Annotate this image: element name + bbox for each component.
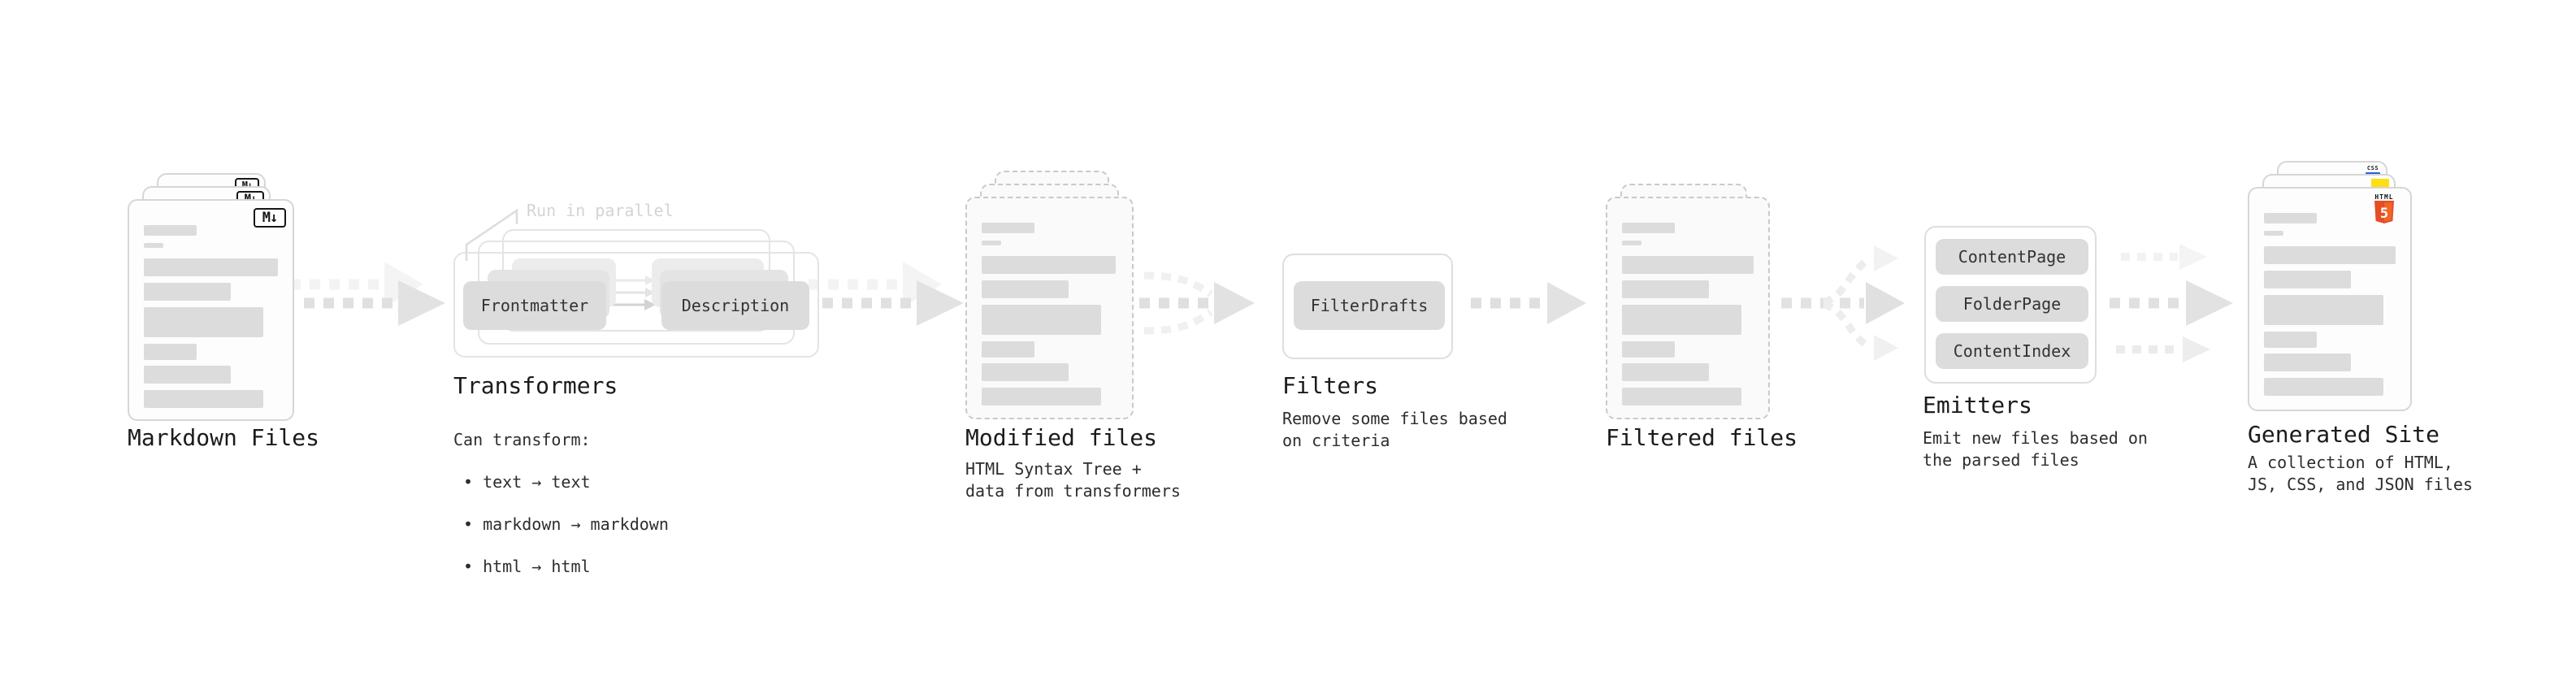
transformers-bullet: • html → html [463,557,591,576]
doc-content-lines [2264,213,2396,396]
transformers-bullet: • markdown → markdown [463,514,669,534]
arrow-files-to-transformers [290,262,445,326]
html5-icon: HTML 5 [2374,193,2394,223]
arrow-filters-to-filtered [1471,282,1586,324]
doc-content-lines [144,225,278,408]
transformers-label: Transformers [453,372,618,399]
modified-files-caption: HTML Syntax Tree + data from transformer… [965,459,1181,501]
emitters-caption: Emit new files based on the parsed files [1923,428,2148,470]
generated-file-html: HTML 5 [2248,187,2412,411]
svg-text:5: 5 [2380,206,2388,222]
filters-caption: Remove some files based on criteria [1282,409,1507,450]
run-in-parallel-annotation: Run in parallel [527,201,674,220]
arrow-emitters-to-site [2110,244,2233,362]
transformers-caption: Can transform: • text → text • markdown … [453,408,669,598]
arrow-modified-to-filters [1139,271,1255,335]
doc-content-lines [982,223,1117,406]
markdown-files-label: Markdown Files [128,424,320,451]
css-icon: CSS [2366,166,2380,175]
filtered-file-front [1606,197,1770,419]
modified-files-label: Modified files [965,424,1158,451]
transformers-bullet: • text → text [463,472,591,492]
generated-site-label: Generated Site [2248,421,2440,448]
transformer-description-box: Description [661,281,809,330]
filtered-files-label: Filtered files [1606,424,1798,451]
filters-label: Filters [1282,372,1379,399]
emitters-label: Emitters [1923,392,2032,419]
transformer-card-front: Frontmatter Description [453,252,819,358]
emitters-card: ContentPage FolderPage ContentIndex [1924,226,2097,384]
javascript-icon [2371,179,2389,189]
arrow-filtered-to-emitters [1781,245,1905,361]
emitter-folderpage-box: FolderPage [1936,286,2088,322]
modified-file-front [965,197,1134,419]
arrow-transformers-to-modified [809,262,964,326]
filters-card: FilterDrafts [1282,254,1453,359]
emitter-contentindex-box: ContentIndex [1936,333,2088,369]
doc-content-lines [1622,223,1754,406]
transformers-caption-title: Can transform: [453,430,591,449]
filter-filterdrafts-box: FilterDrafts [1294,281,1445,330]
emitter-contentpage-box: ContentPage [1936,239,2088,275]
markdown-file-front: M↓ [128,199,294,421]
markdown-icon: M↓ [254,208,286,228]
generated-site-caption: A collection of HTML, JS, CSS, and JSON … [2248,453,2473,494]
transformer-frontmatter-box: Frontmatter [463,281,606,330]
